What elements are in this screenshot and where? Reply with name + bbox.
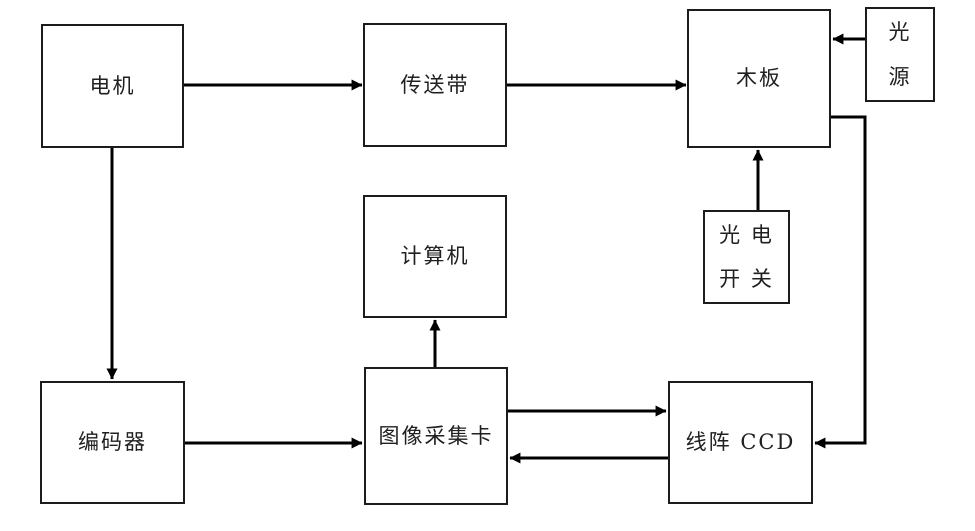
diagram-box-label-motor: 电机 [89,73,136,98]
diagram-box-label-wood-board: 木板 [736,66,782,91]
diagram-box-conveyor-belt: 传送带 [363,23,507,147]
diagram-box-label-light-source: 光 源 [888,20,912,89]
diagram-box-computer: 计算机 [363,195,507,318]
diagram-box-label-computer: 计算机 [400,244,470,269]
diagram-box-label-encoder: 编码器 [78,430,147,455]
diagram-box-encoder: 编码器 [40,381,185,504]
diagram-box-label-conveyor-belt: 传送带 [400,72,470,97]
diagram-box-line-scan-ccd: 线阵 CCD [668,381,813,504]
diagram-box-motor: 电机 [41,24,184,148]
connector-wood-board-to-ccd [814,115,867,449]
diagram-box-photoelectric-switch: 光 电 开 关 [703,210,790,304]
diagram-box-label-line-scan-ccd: 线阵 CCD [685,430,796,455]
diagram-box-light-source: 光 源 [865,7,935,102]
diagram-box-wood-board: 木板 [687,9,831,148]
diagram-box-image-capture-card: 图像采集卡 [364,367,508,505]
diagram-box-label-photoelectric-switch: 光 电 开 关 [719,222,774,291]
diagram-box-label-image-capture-card: 图像采集卡 [378,423,494,448]
